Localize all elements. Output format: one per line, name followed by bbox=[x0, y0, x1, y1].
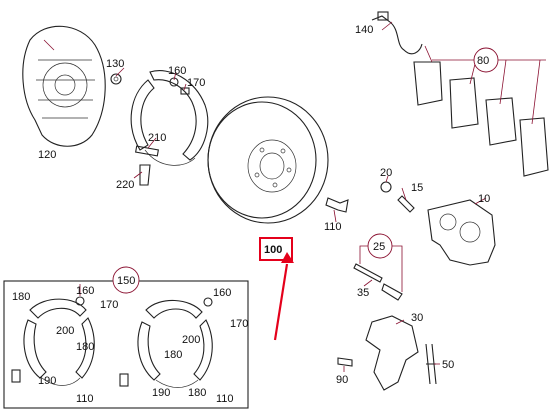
label-150: 150 bbox=[117, 275, 135, 287]
label-80-circle bbox=[473, 47, 499, 73]
label-210: 210 bbox=[148, 132, 166, 144]
wear-sensor-part[interactable] bbox=[371, 11, 423, 55]
label-25-circle bbox=[367, 233, 393, 259]
label-110-main: 110 bbox=[324, 221, 342, 233]
label-10: 10 bbox=[478, 193, 490, 205]
dust-shield-part[interactable] bbox=[22, 25, 106, 147]
label-120: 120 bbox=[38, 149, 56, 161]
label-190-b: 190 bbox=[152, 387, 170, 399]
label-130: 130 bbox=[106, 58, 124, 70]
brake-caliper-part[interactable] bbox=[427, 199, 496, 266]
label-15: 15 bbox=[411, 182, 423, 194]
brake-disc-part[interactable] bbox=[207, 96, 329, 224]
label-110-inset-left: 110 bbox=[76, 393, 94, 405]
label-190-a: 190 bbox=[38, 375, 56, 387]
label-180-d: 180 bbox=[188, 387, 206, 399]
label-90: 90 bbox=[336, 374, 348, 386]
parking-brake-assembly-right[interactable] bbox=[137, 297, 213, 388]
label-35: 35 bbox=[357, 287, 369, 299]
label-170-inset-right: 170 bbox=[230, 318, 248, 330]
label-80: 80 bbox=[477, 55, 489, 67]
adjuster-210-220[interactable] bbox=[135, 145, 159, 186]
label-140: 140 bbox=[355, 24, 373, 36]
label-170-inset-left: 170 bbox=[100, 299, 118, 311]
label-170-upper: 170 bbox=[187, 77, 205, 89]
label-25: 25 bbox=[373, 241, 385, 253]
label-100: 100 bbox=[264, 244, 282, 256]
label-160-inset-left: 160 bbox=[76, 285, 94, 297]
bleeder-15-part[interactable] bbox=[397, 195, 415, 213]
label-200-b: 200 bbox=[182, 334, 200, 346]
label-220: 220 bbox=[116, 179, 134, 191]
brake-pads-part[interactable] bbox=[413, 61, 549, 177]
label-180-b: 180 bbox=[76, 341, 94, 353]
label-150-circle bbox=[112, 266, 140, 294]
label-50: 50 bbox=[442, 359, 454, 371]
label-200-a: 200 bbox=[56, 325, 74, 337]
inset-bolt-right[interactable] bbox=[119, 373, 129, 387]
cap-20-part[interactable] bbox=[380, 181, 392, 193]
guide-pins-part[interactable] bbox=[353, 263, 403, 301]
bolt-110-part[interactable] bbox=[325, 197, 349, 213]
caliper-bracket-part[interactable] bbox=[365, 315, 419, 391]
label-180-c: 180 bbox=[164, 349, 182, 361]
parking-brake-assembly-left[interactable] bbox=[23, 296, 95, 386]
label-30: 30 bbox=[411, 312, 423, 324]
label-110-inset-right: 110 bbox=[216, 393, 234, 405]
label-160-upper: 160 bbox=[168, 65, 186, 77]
nut-130-part[interactable] bbox=[110, 73, 122, 85]
inset-bolt-left[interactable] bbox=[11, 369, 21, 383]
label-160-inset-right: 160 bbox=[213, 287, 231, 299]
label-180-a: 180 bbox=[12, 291, 30, 303]
label-20: 20 bbox=[380, 167, 392, 179]
highlight-marker bbox=[259, 237, 294, 341]
bolt-90-part[interactable] bbox=[337, 357, 353, 367]
leader-lines bbox=[43, 21, 546, 372]
